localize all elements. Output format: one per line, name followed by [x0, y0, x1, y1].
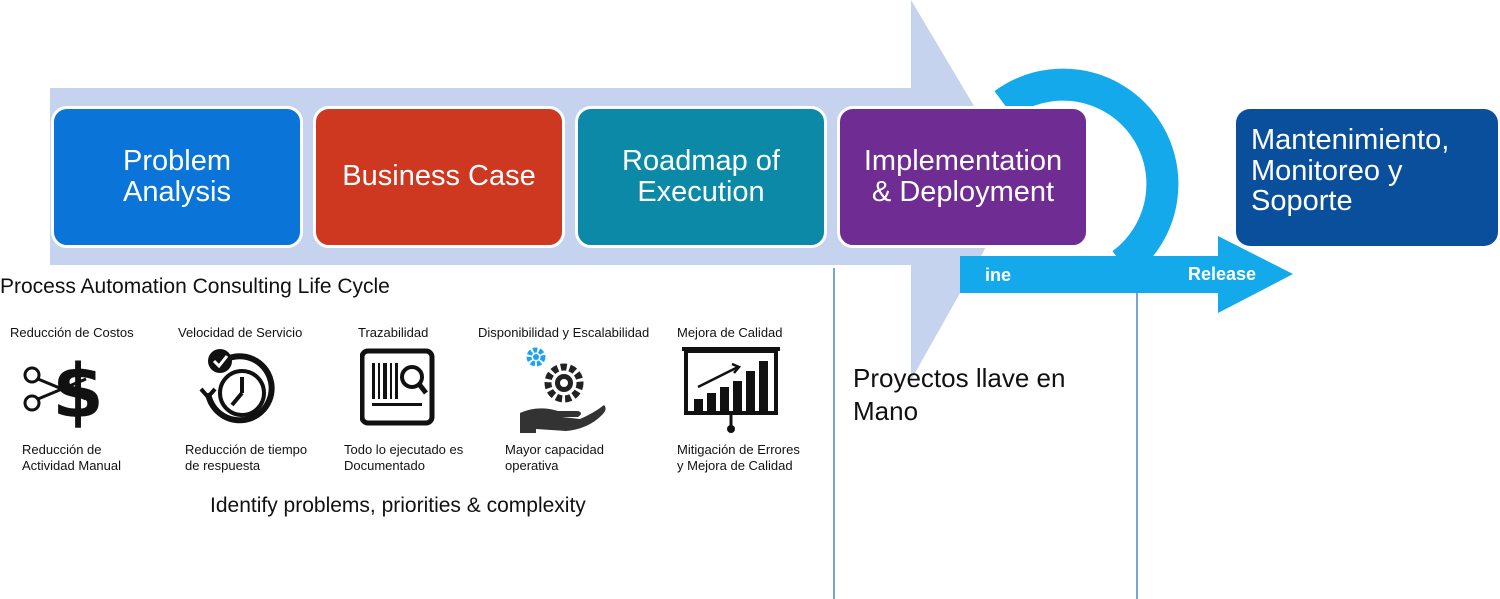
phase-implementation-deployment: Implementation & Deployment	[837, 106, 1089, 248]
turnkey-projects-text: Proyectos llave en Mano	[853, 363, 1066, 426]
growth-chart-icon	[682, 347, 780, 433]
benefit-title: Velocidad de Servicio	[178, 325, 303, 340]
benefit-desc: Reducción de tiempo de respuesta	[185, 442, 308, 474]
cycle-arrow-tail	[960, 256, 1135, 293]
phase-roadmap-execution: Roadmap of Execution	[575, 106, 827, 248]
benefit-title: Disponibilidad y Escalabilidad	[478, 325, 650, 340]
benefit-desc: Todo lo ejecutado es Documentado	[344, 442, 464, 474]
identify-caption: Identify problems, priorities & complexi…	[210, 494, 586, 517]
benefit-desc: Mayor capacidad operativa	[505, 442, 604, 474]
benefit-service-speed: Velocidad de Servicio Reducción de tiemp…	[178, 325, 358, 473]
clock-check-icon	[199, 349, 275, 424]
release-label: Release	[1188, 264, 1257, 284]
benefit-title: Reducción de Costos	[10, 325, 134, 340]
phase-problem-analysis: Problem Analysis	[51, 106, 303, 248]
benefit-cost-reduction: Reducción de Costos $ Reducción de Activ…	[10, 325, 190, 473]
benefit-traceability: Trazabilidad Todo lo ejecutado es Docume…	[344, 325, 524, 473]
benefit-desc: Mitigación de Errores y Mejora de Calida…	[677, 442, 800, 474]
partial-cycle-label: ine	[985, 265, 1012, 285]
cycle-ring	[994, 68, 1179, 277]
release-arrow	[1120, 236, 1293, 313]
phase-business-case: Business Case	[313, 106, 565, 248]
hand-gears-icon	[520, 347, 606, 433]
benefit-availability-scalability: Disponibilidad y Escalabilidad Mayor cap…	[478, 325, 658, 473]
build-label: Build	[1069, 48, 1114, 68]
scissors-dollar-icon: $	[23, 349, 104, 429]
benefit-title: Mejora de Calidad	[677, 325, 783, 340]
benefit-quality: Mejora de Calidad Mitigación de Errores …	[677, 325, 857, 473]
benefit-title: Trazabilidad	[358, 325, 429, 340]
benefit-desc: Reducción de Actividad Manual	[22, 442, 121, 474]
maintenance-box: Mantenimiento, Monitoreo y Soporte	[1236, 109, 1498, 246]
lifecycle-title: Process Automation Consulting Life Cycle	[0, 275, 390, 298]
barcode-search-icon	[360, 348, 435, 426]
